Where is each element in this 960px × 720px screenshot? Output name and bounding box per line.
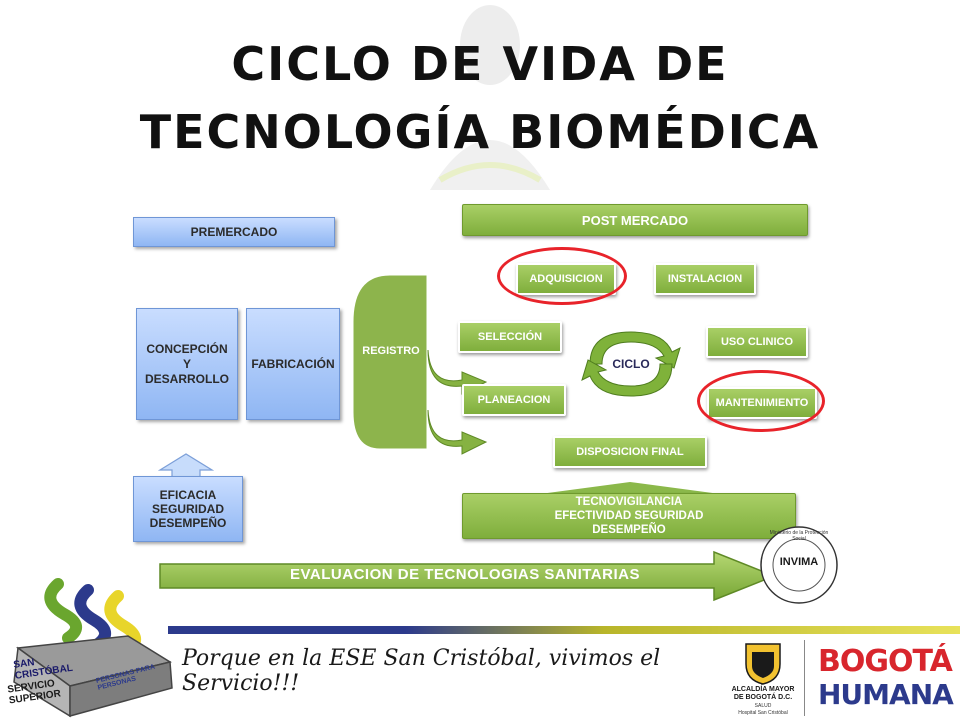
premercado-box: PREMERCADO [133,217,335,247]
hospital-text: Hospital San Cristóbal [738,710,788,716]
seleccion-box: SELECCIÓN [458,321,562,353]
disposicion-final-box: DISPOSICION FINAL [553,436,707,468]
tecnovigilancia-arrow [540,482,720,494]
instalacion-box: INSTALACION [654,263,756,295]
humana-wordmark: HUMANA [818,678,954,711]
watermark-figure [430,5,550,190]
invima-seal-icon [760,526,838,604]
ciclo-icon [581,331,681,397]
fabricacion-box: FABRICACIÓN [246,308,340,420]
mantenimiento-highlight [697,370,825,432]
adquisicion-highlight [497,247,627,305]
registro-shape [350,272,430,452]
footer-divider [804,640,805,716]
concepcion-box: CONCEPCIÓN Y DESARROLLO [136,308,238,420]
planeacion-box: PLANEACION [462,384,566,416]
salud-text: SALUD [754,703,772,709]
san-cristobal-logo [13,578,173,718]
bogota-shield-icon [745,643,781,685]
tecnovigilancia-box: TECNOVIGILANCIA EFECTIVIDAD SEGURIDAD DE… [462,493,796,539]
alcaldia-text: ALCALDÍA MAYOR DE BOGOTÁ D.C. [731,686,795,701]
curved-arrows-icon [427,350,488,455]
up-arrow-icon [158,453,214,481]
footer-slogan: Porque en la ESE San Cristóbal, vivimos … [182,646,661,696]
seal-text: Ministerio de la Protección Social [769,530,829,542]
page-title: CICLO DE VIDA DE TECNOLOGÍA BIOMÉDICA [139,37,821,159]
footer-separator [168,626,960,634]
registro-label: REGISTRO [362,345,420,357]
bogota-wordmark: BOGOTÁ [818,644,953,679]
evaluacion-arrow [159,550,777,602]
eficacia-box: EFICACIA SEGURIDAD DESEMPEÑO [133,476,243,542]
ciclo-label: CICLO [612,357,650,371]
evaluacion-label: EVALUACION DE TECNOLOGIAS SANITARIAS [290,566,640,583]
uso-clinico-box: USO CLINICO [706,326,808,358]
post-mercado-bar: POST MERCADO [462,204,808,236]
invima-label: INVIMA [779,556,819,568]
